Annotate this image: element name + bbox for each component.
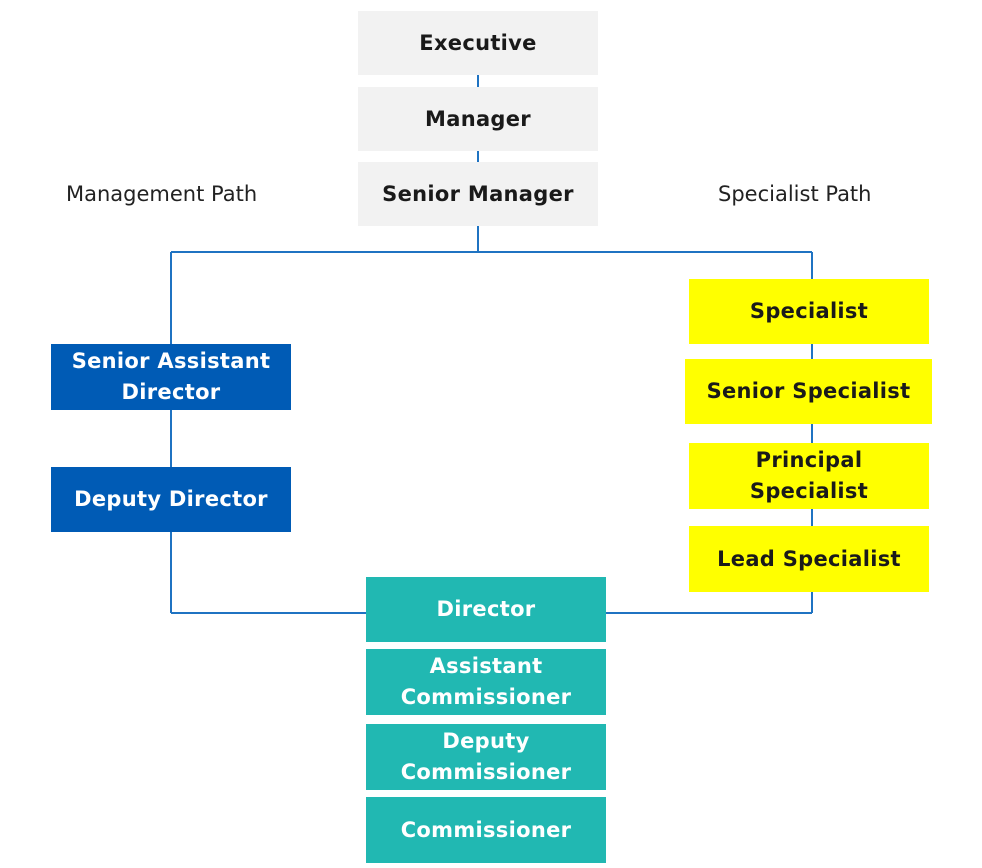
role-specialist-label: Specialist xyxy=(749,299,869,323)
role-senior-manager: Senior Manager xyxy=(358,162,598,226)
role-senior-assistant-director-label: Senior Assistant Director xyxy=(71,349,271,404)
role-deputy-director: Deputy Director xyxy=(51,467,291,532)
role-manager-label: Manager xyxy=(425,106,531,131)
role-commissioner: Commissioner xyxy=(366,797,606,863)
management-path-label: Management Path xyxy=(66,182,258,206)
role-assistant-commissioner: Assistant Commissioner xyxy=(366,649,606,715)
role-senior-specialist-label: Senior Specialist xyxy=(706,379,911,403)
role-executive: Executive xyxy=(358,11,598,75)
role-senior-manager-label: Senior Manager xyxy=(382,181,574,206)
specialist-path-label: Specialist Path xyxy=(718,182,872,206)
role-lead-specialist-label: Lead Specialist xyxy=(717,546,901,571)
role-deputy-commissioner: Deputy Commissioner xyxy=(366,724,606,790)
role-deputy-commissioner-label: Deputy Commissioner xyxy=(400,729,572,784)
role-deputy-director-label: Deputy Director xyxy=(74,487,268,511)
role-specialist: Specialist xyxy=(689,279,929,344)
role-principal-specialist-label: Principal Specialist xyxy=(749,448,869,503)
role-senior-specialist: Senior Specialist xyxy=(685,359,932,424)
role-director-label: Director xyxy=(436,597,536,621)
role-senior-assistant-director: Senior Assistant Director xyxy=(51,344,291,410)
role-principal-specialist: Principal Specialist xyxy=(689,443,929,509)
role-director: Director xyxy=(366,577,606,642)
role-commissioner-label: Commissioner xyxy=(400,817,572,842)
role-lead-specialist: Lead Specialist xyxy=(689,526,929,592)
role-executive-label: Executive xyxy=(419,30,537,55)
role-manager: Manager xyxy=(358,87,598,151)
role-assistant-commissioner-label: Assistant Commissioner xyxy=(400,654,572,709)
